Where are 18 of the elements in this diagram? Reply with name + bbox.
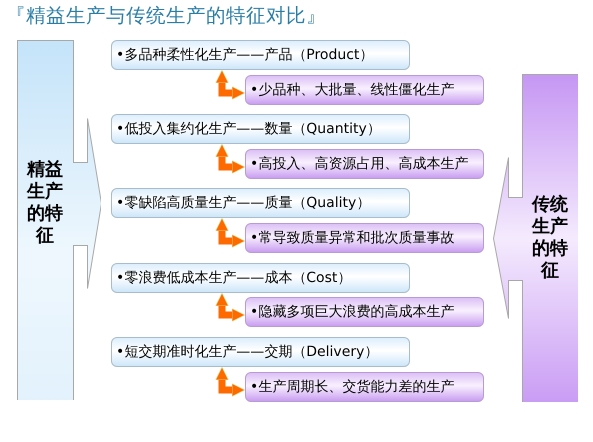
traditional-feature-box: •高投入、高资源占用、高成本生产 [245, 149, 484, 179]
bent-double-arrow [215, 144, 246, 174]
lean-feature-box: •低投入集约化生产——数量（Quantity） [111, 114, 410, 144]
bent-double-arrow [215, 366, 246, 397]
bent-double-arrow [215, 292, 246, 322]
lean-feature-box: •多品种柔性化生产——产品（Product） [111, 40, 410, 70]
lean-feature-box: •零缺陷高质量生产——质量（Quality） [111, 188, 410, 218]
band-heading: 精益生产的特征 [26, 159, 64, 247]
band-heading: 传统生产的特征 [531, 194, 569, 282]
title: 『精益生产与传统生产的特征对比』 [6, 3, 326, 29]
lean-feature-box: •零浪费低成本生产——成本（Cost） [111, 263, 410, 293]
traditional-feature-box: •生产周期长、交货能力差的生产 [245, 372, 484, 402]
traditional-feature-box: •少品种、大批量、线性僵化生产 [245, 75, 484, 105]
bent-double-arrow [215, 70, 246, 100]
traditional-feature-box: •常导致质量异常和批次质量事故 [245, 223, 484, 253]
traditional-feature-box: •隐藏多项巨大浪费的高成本生产 [245, 297, 484, 327]
lean-feature-box: •短交期准时化生产——交期（Delivery） [111, 337, 410, 367]
bent-double-arrow [215, 218, 246, 248]
